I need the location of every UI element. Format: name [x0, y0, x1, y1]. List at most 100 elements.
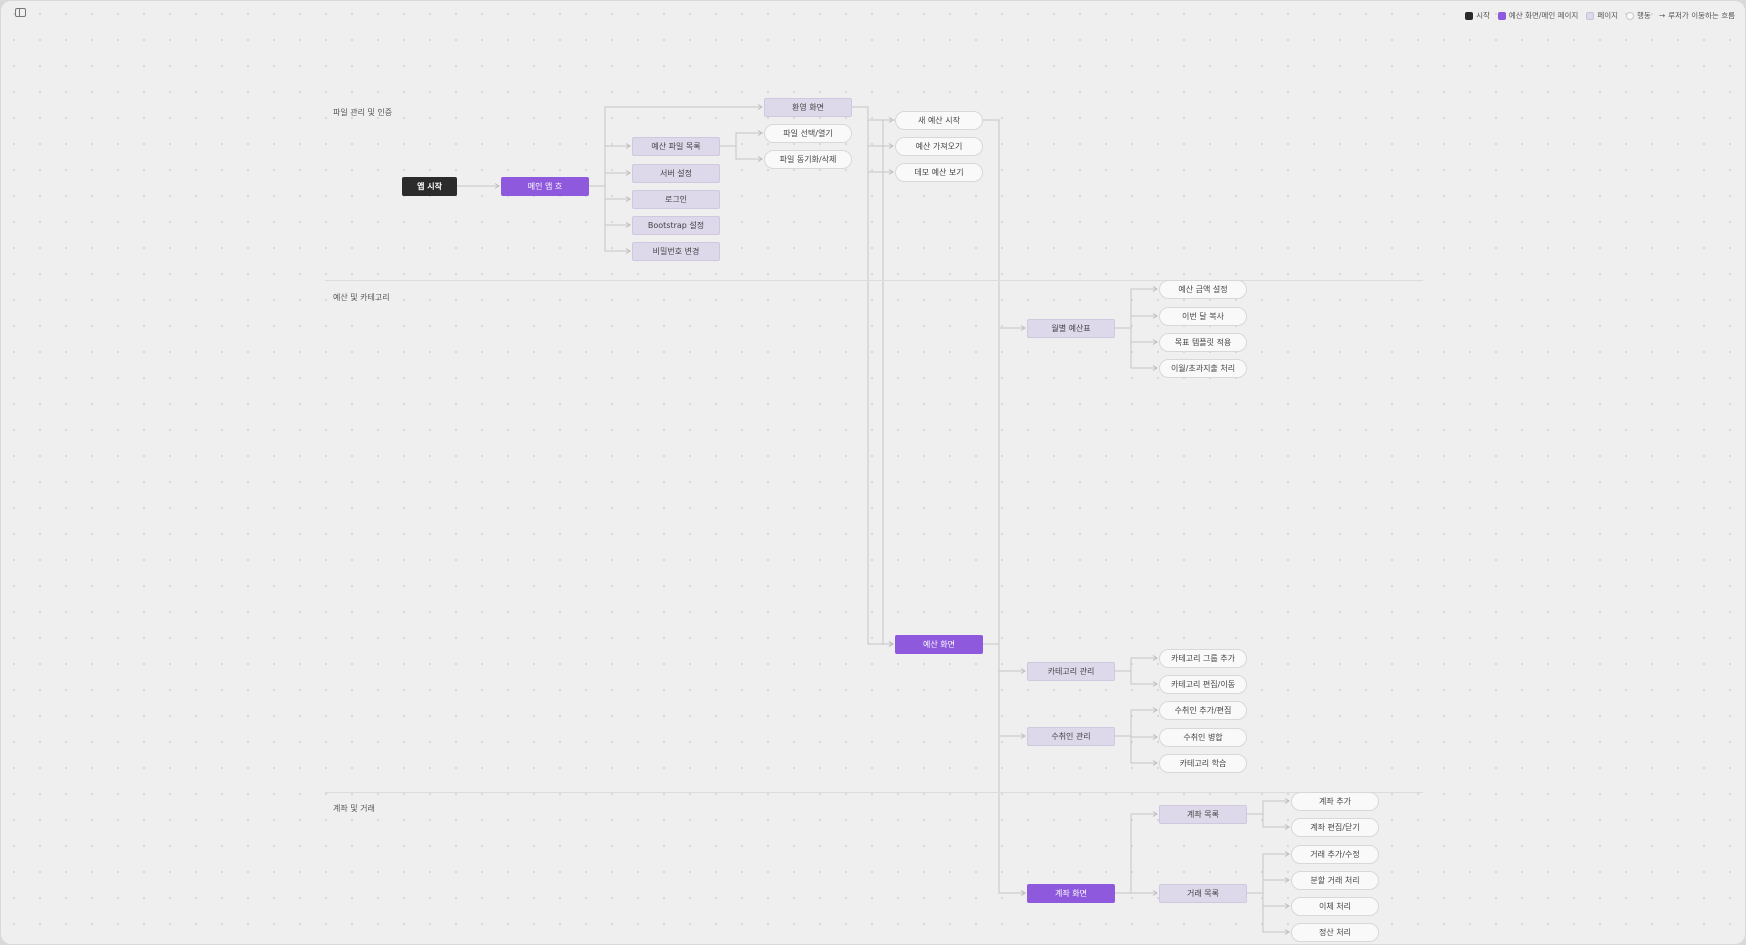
- legend-page-label: 페이지: [1597, 11, 1619, 20]
- legend: 시작 예산 화면/메인 페이지 페이지 행동 → 루저가 이동하는 흐름: [1465, 10, 1735, 21]
- node-payee-mgmt[interactable]: 수취인 관리: [1027, 726, 1115, 746]
- legend-action-swatch: [1626, 11, 1635, 20]
- edge-main-app-to-server-setup: [589, 172, 630, 187]
- legend-item-start: 시작: [1465, 10, 1490, 21]
- edge-budget-files-to-file-open: [720, 132, 762, 147]
- node-edit-category[interactable]: 카테고리 편집/이동: [1159, 674, 1247, 694]
- node-txn-list[interactable]: 거래 목록: [1159, 883, 1247, 903]
- edge-budget-screen-to-payee-mgmt: [983, 643, 1025, 737]
- edge-main-app-to-bootstrap: [589, 185, 630, 226]
- edge-txn-list-to-txn-add: [1247, 853, 1289, 894]
- edge-new-budget-to-monthly-budget: [983, 119, 1025, 329]
- edge-budget-screen-to-category-mgmt: [983, 643, 1025, 672]
- sidebar-toggle-icon[interactable]: [15, 8, 26, 17]
- node-category-mgmt[interactable]: 카테고리 관리: [1027, 661, 1115, 681]
- edge-arrowhead: [625, 248, 631, 254]
- section-divider: [325, 792, 1423, 793]
- node-monthly-budget[interactable]: 월별 예산표: [1027, 318, 1115, 338]
- section-title-accounts: 계좌 및 거래: [333, 804, 375, 813]
- edge-arrowhead: [1284, 929, 1290, 935]
- edge-account-screen-to-account-list: [1115, 813, 1157, 894]
- node-carryover[interactable]: 이월/초과지출 처리: [1159, 358, 1247, 378]
- legend-item-action: 행동: [1626, 10, 1651, 21]
- node-payee-edit[interactable]: 수취인 추가/편집: [1159, 700, 1247, 720]
- node-budget-screen[interactable]: 예산 화면: [895, 634, 983, 654]
- edge-arrowhead: [1020, 668, 1026, 674]
- node-split-txn[interactable]: 분할 거래 처리: [1291, 870, 1379, 890]
- edge-monthly-budget-to-apply-template: [1115, 327, 1157, 343]
- node-bootstrap[interactable]: Bootstrap 설정: [632, 215, 720, 235]
- node-edit-account[interactable]: 계좌 편집/닫기: [1291, 817, 1379, 837]
- node-transfer[interactable]: 이체 처리: [1291, 896, 1379, 916]
- edge-arrowhead: [1284, 851, 1290, 857]
- edge-arrowhead: [757, 130, 763, 136]
- node-app-start[interactable]: 앱 시작: [402, 176, 457, 196]
- edge-account-list-to-edit-account: [1247, 813, 1289, 828]
- node-apply-template[interactable]: 목표 템플릿 적용: [1159, 332, 1247, 352]
- node-category-learn[interactable]: 카테고리 학습: [1159, 753, 1247, 773]
- node-new-budget[interactable]: 새 예산 시작: [895, 110, 983, 130]
- node-change-password[interactable]: 비밀번호 변경: [632, 241, 720, 261]
- edge-arrowhead: [1152, 681, 1158, 687]
- edge-account-list-to-add-account: [1247, 800, 1289, 815]
- edge-arrowhead: [888, 169, 894, 175]
- edge-arrowhead: [757, 156, 763, 162]
- edge-arrowhead: [1284, 877, 1290, 883]
- edge-budget-files-to-file-delete: [720, 145, 762, 160]
- legend-item-main: 예산 화면/메인 페이지: [1497, 10, 1578, 21]
- edge-main-app-to-change-password: [589, 185, 630, 252]
- section-title-budget: 예산 및 카테고리: [333, 293, 390, 302]
- edge-arrowhead: [1152, 655, 1158, 661]
- edge-arrowhead: [888, 143, 894, 149]
- edge-category-mgmt-to-edit-category: [1115, 670, 1157, 685]
- edge-arrowhead: [625, 170, 631, 176]
- edge-welcome-to-import-budget: [852, 106, 893, 147]
- edge-arrowhead: [1152, 365, 1158, 371]
- node-main-app[interactable]: 메인 앱 흐: [501, 176, 589, 196]
- legend-action-label: 행동: [1637, 11, 1651, 20]
- legend-item-flow: → 루저가 이동하는 흐름: [1659, 10, 1735, 21]
- edge-arrowhead: [1284, 824, 1290, 830]
- node-cut-off[interactable]: 정산 처리: [1291, 922, 1379, 942]
- edge-monthly-budget-to-set-budget: [1115, 288, 1157, 329]
- node-account-screen[interactable]: 계좌 화면: [1027, 883, 1115, 903]
- edge-new-budget-to-budget-screen: [882, 119, 983, 645]
- node-login[interactable]: 로그인: [632, 189, 720, 209]
- node-server-setup[interactable]: 서버 설정: [632, 163, 720, 183]
- edge-arrowhead: [625, 222, 631, 228]
- node-add-category-group[interactable]: 카테고리 그룹 추가: [1159, 648, 1247, 668]
- node-payee-merge[interactable]: 수취인 병합: [1159, 727, 1247, 747]
- edge-txn-list-to-cut-off: [1247, 892, 1289, 933]
- edge-welcome-to-budget-screen: [852, 106, 893, 645]
- edge-arrowhead: [1152, 286, 1158, 292]
- node-import-budget[interactable]: 예산 가져오기: [895, 136, 983, 156]
- node-set-budget[interactable]: 예산 금액 설정: [1159, 279, 1247, 299]
- legend-start-swatch: [1465, 11, 1474, 20]
- edge-arrowhead: [1284, 798, 1290, 804]
- edge-arrowhead: [1152, 760, 1158, 766]
- edge-arrowhead: [625, 196, 631, 202]
- node-budget-files[interactable]: 예산 파일 목록: [632, 136, 720, 156]
- node-file-delete[interactable]: 파일 동기화/삭제: [764, 149, 852, 169]
- edge-arrowhead: [1152, 313, 1158, 319]
- node-file-open[interactable]: 파일 선택/열기: [764, 123, 852, 143]
- edge-arrowhead: [888, 641, 894, 647]
- legend-flow-label: 루저가 이동하는 흐름: [1668, 11, 1735, 20]
- node-add-account[interactable]: 계좌 추가: [1291, 791, 1379, 811]
- edge-main-app-to-login: [589, 185, 630, 200]
- node-copy-last-month[interactable]: 이번 달 복사: [1159, 306, 1247, 326]
- edge-payee-mgmt-to-category-learn: [1115, 735, 1157, 764]
- node-welcome[interactable]: 환영 화면: [764, 97, 852, 117]
- node-account-list[interactable]: 계좌 목록: [1159, 804, 1247, 824]
- section-title-files: 파일 관리 및 인증: [333, 108, 393, 117]
- edge-arrowhead: [1152, 811, 1158, 817]
- edge-arrowhead: [494, 183, 500, 189]
- edge-payee-mgmt-to-payee-edit: [1115, 709, 1157, 737]
- edge-category-mgmt-to-add-category-group: [1115, 657, 1157, 672]
- node-txn-add[interactable]: 거래 추가/수정: [1291, 844, 1379, 864]
- node-demo-budget[interactable]: 데모 예산 보기: [895, 162, 983, 182]
- edge-txn-list-to-split-txn: [1247, 879, 1289, 894]
- edge-arrowhead: [625, 143, 631, 149]
- legend-arrow-icon: →: [1658, 11, 1666, 20]
